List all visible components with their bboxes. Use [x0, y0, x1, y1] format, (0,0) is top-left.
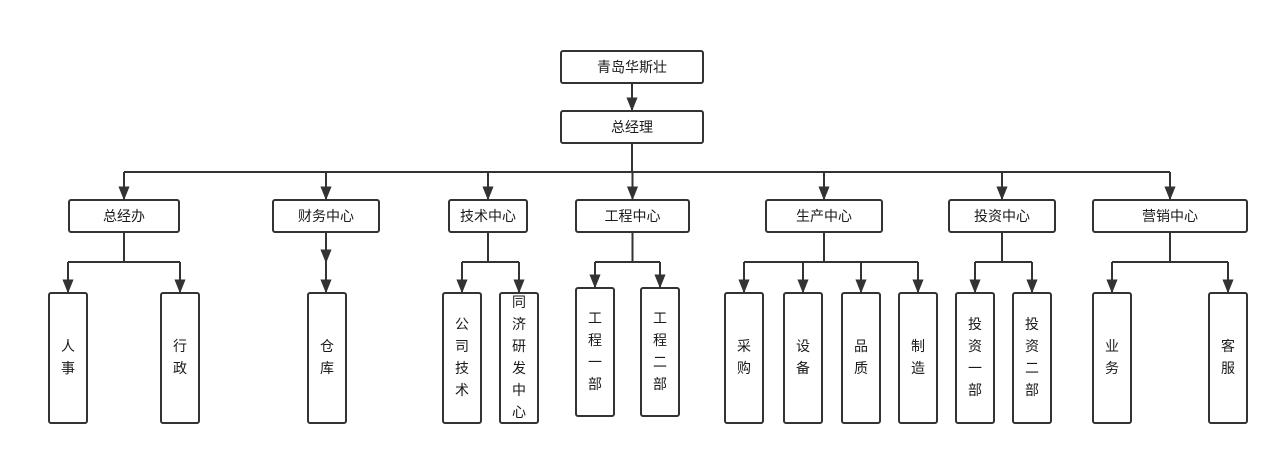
node-sub-4-0: 采购	[724, 292, 764, 424]
node-sub-4-3: 制造	[898, 292, 938, 424]
node-root: 青岛华斯壮	[560, 50, 704, 84]
node-sub-3-0-text: 工程一部	[588, 311, 602, 393]
node-sub-5-0-text: 投资一部	[968, 317, 982, 399]
node-sub-4-3-text: 制造	[911, 339, 925, 377]
node-sub-5-1: 投资二部	[1012, 292, 1052, 424]
node-sub-6-0-text: 业务	[1105, 339, 1119, 377]
node-sub-5-0: 投资一部	[955, 292, 995, 424]
node-dept-6: 营销中心	[1092, 199, 1248, 233]
node-sub-3-0: 工程一部	[575, 287, 615, 417]
node-dept-3: 工程中心	[575, 199, 690, 233]
node-sub-3-1: 工程二部	[640, 287, 680, 417]
node-sub-3-1-text: 工程二部	[653, 311, 667, 393]
node-sub-2-0-text: 公司技术	[455, 317, 469, 399]
node-sub-4-2-text: 品质	[854, 339, 868, 377]
node-sub-2-1-text: 同济研发中心	[512, 295, 526, 421]
node-sub-0-0-text: 人事	[61, 339, 75, 377]
node-sub-0-0: 人事	[48, 292, 88, 424]
node-dept-4: 生产中心	[765, 199, 883, 233]
node-sub-0-1: 行政	[160, 292, 200, 424]
node-dept-1: 财务中心	[272, 199, 380, 233]
node-sub-4-0-text: 采购	[737, 339, 751, 377]
node-sub-4-1-text: 设备	[796, 339, 810, 377]
node-sub-6-0: 业务	[1092, 292, 1132, 424]
node-dept-2: 技术中心	[448, 199, 528, 233]
node-sub-2-1: 同济研发中心	[499, 292, 539, 424]
node-sub-6-1: 客服	[1208, 292, 1248, 424]
node-dept-0: 总经办	[68, 199, 180, 233]
node-sub-2-0: 公司技术	[442, 292, 482, 424]
node-sub-0-1-text: 行政	[173, 339, 187, 377]
node-dept-5: 投资中心	[948, 199, 1056, 233]
node-sub-4-2: 品质	[841, 292, 881, 424]
node-sub-1-0-text: 仓库	[320, 339, 334, 377]
node-sub-4-1: 设备	[783, 292, 823, 424]
node-sub-1-0: 仓库	[307, 292, 347, 424]
node-sub-5-1-text: 投资二部	[1025, 317, 1039, 399]
node-sub-6-1-text: 客服	[1221, 339, 1235, 377]
node-general-manager: 总经理	[560, 110, 704, 144]
